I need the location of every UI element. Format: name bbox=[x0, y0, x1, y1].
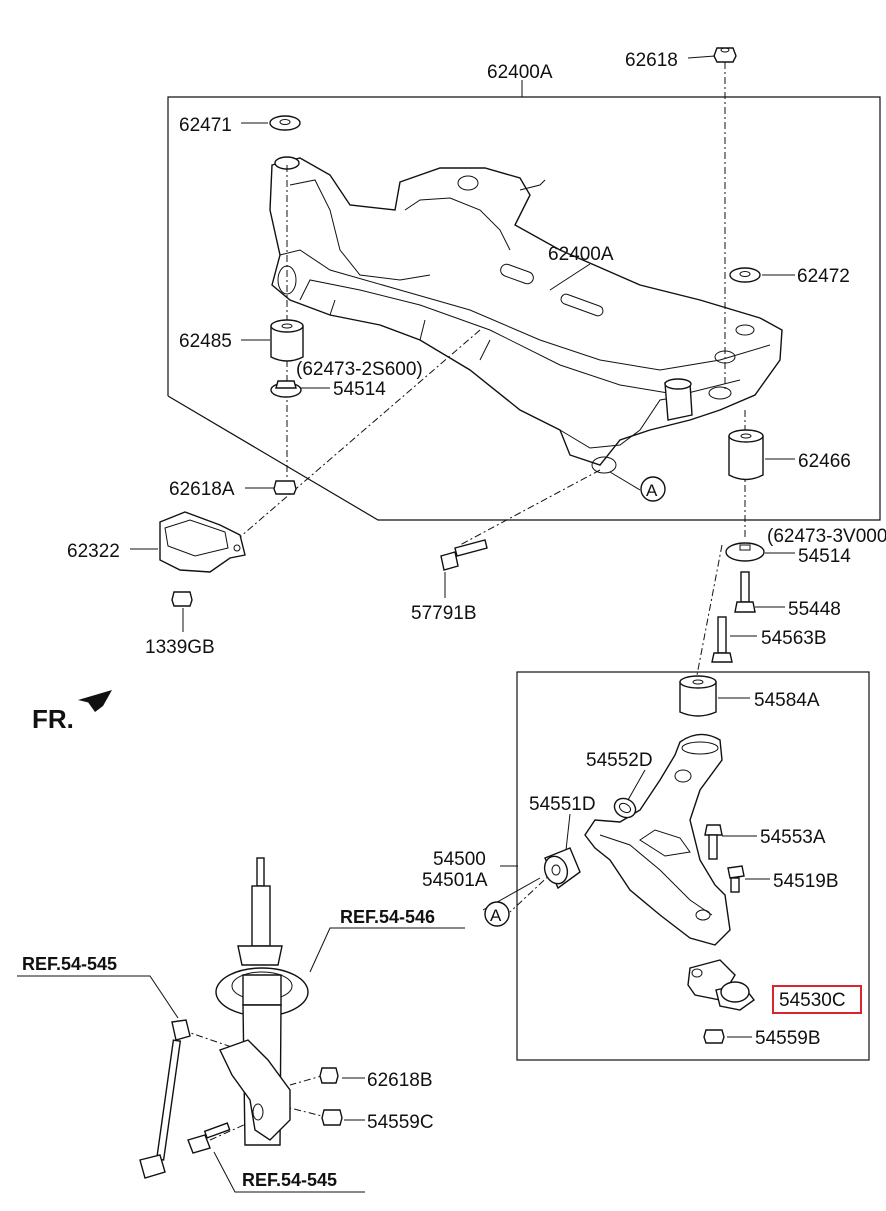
label-57791b: 57791B bbox=[411, 603, 477, 624]
nut-54559b bbox=[703, 1029, 725, 1044]
reference-labels: REF.54-546 REF.54-545 REF.54-545 bbox=[22, 907, 435, 1190]
label-54551d: 54551D bbox=[529, 794, 596, 815]
label-1339gb: 1339GB bbox=[145, 637, 215, 658]
label-54563b: 54563B bbox=[761, 628, 827, 649]
label-54519b: 54519B bbox=[773, 871, 839, 892]
label-62618-top: 62618 bbox=[625, 50, 678, 71]
label-55448: 55448 bbox=[788, 599, 841, 620]
label-54530c[interactable]: 54530C bbox=[779, 990, 846, 1011]
strut-assembly bbox=[215, 857, 309, 1146]
label-54559c: 54559C bbox=[367, 1112, 434, 1133]
label-62322: 62322 bbox=[67, 541, 120, 562]
stabilizer-link bbox=[139, 1019, 191, 1179]
front-direction-indicator: FR. bbox=[32, 690, 112, 734]
nut-54559c bbox=[321, 1109, 343, 1126]
ref-54-546[interactable]: REF.54-546 bbox=[340, 907, 435, 927]
bushing-54584a bbox=[679, 675, 717, 717]
reference-marker-a-upper: A bbox=[640, 476, 666, 502]
subframe-box bbox=[167, 96, 881, 521]
label-62400a-mid: 62400A bbox=[548, 244, 614, 265]
label-54553a: 54553A bbox=[760, 827, 826, 848]
label-62618a: 62618A bbox=[169, 479, 235, 500]
marker-a-lower-label: A bbox=[490, 906, 502, 925]
bolt-57791b bbox=[440, 539, 488, 571]
nut-54514-left bbox=[270, 380, 302, 398]
label-62400a-top: 62400A bbox=[487, 62, 553, 83]
label-62471: 62471 bbox=[179, 115, 232, 136]
bushing-62485 bbox=[270, 319, 304, 362]
bracket-62322 bbox=[159, 511, 246, 573]
reference-marker-a-lower: A bbox=[484, 901, 510, 927]
lower-control-arm bbox=[584, 733, 736, 1001]
label-54584a: 54584A bbox=[754, 690, 820, 711]
label-54559b: 54559B bbox=[755, 1028, 821, 1049]
washer-54552d bbox=[613, 797, 637, 819]
label-62466: 62466 bbox=[798, 451, 851, 472]
front-label: FR. bbox=[32, 704, 74, 734]
bolt-55448 bbox=[734, 571, 756, 613]
bushing-62466 bbox=[728, 429, 764, 481]
marker-a-upper-label: A bbox=[646, 481, 658, 500]
bolt-54563b bbox=[711, 616, 733, 663]
nut-62618b bbox=[319, 1067, 339, 1084]
label-54500: 54500 bbox=[433, 849, 486, 870]
label-62618b: 62618B bbox=[367, 1070, 433, 1091]
nut-1339gb bbox=[171, 591, 193, 607]
bushing-54551d bbox=[543, 847, 581, 890]
label-54552d: 54552D bbox=[586, 750, 653, 771]
washer-62471 bbox=[269, 115, 301, 131]
bolt-54553a bbox=[704, 824, 723, 860]
label-54514-right: 54514 bbox=[798, 546, 851, 567]
subframe-crossmember bbox=[269, 156, 783, 474]
label-54514-left: 54514 bbox=[333, 379, 386, 400]
ball-joint-54530c bbox=[715, 981, 755, 1011]
nut-62618 bbox=[713, 47, 737, 63]
front-arrow-icon bbox=[78, 690, 112, 712]
label-54501a: 54501A bbox=[422, 870, 488, 891]
nut-62618a bbox=[273, 480, 297, 495]
label-leaders bbox=[17, 55, 795, 1193]
ref-54-545-left[interactable]: REF.54-545 bbox=[22, 954, 117, 974]
part-labels: 62400A 62618 62471 62400A 62472 62485 (6… bbox=[67, 50, 886, 1133]
label-62472: 62472 bbox=[797, 266, 850, 287]
washer-54514-right bbox=[725, 542, 765, 562]
ref-54-545-bottom[interactable]: REF.54-545 bbox=[242, 1170, 337, 1190]
highlighted-part-54530c[interactable]: 54530C bbox=[772, 985, 862, 1014]
label-62473-2s600: (62473-2S600) bbox=[296, 359, 423, 380]
label-62485: 62485 bbox=[179, 331, 232, 352]
bolt-ref-54545-bottom bbox=[187, 1122, 231, 1154]
bolt-54519b bbox=[727, 865, 745, 893]
label-62473-3v000: (62473-3V000 bbox=[767, 526, 886, 547]
washer-62472 bbox=[729, 267, 761, 283]
